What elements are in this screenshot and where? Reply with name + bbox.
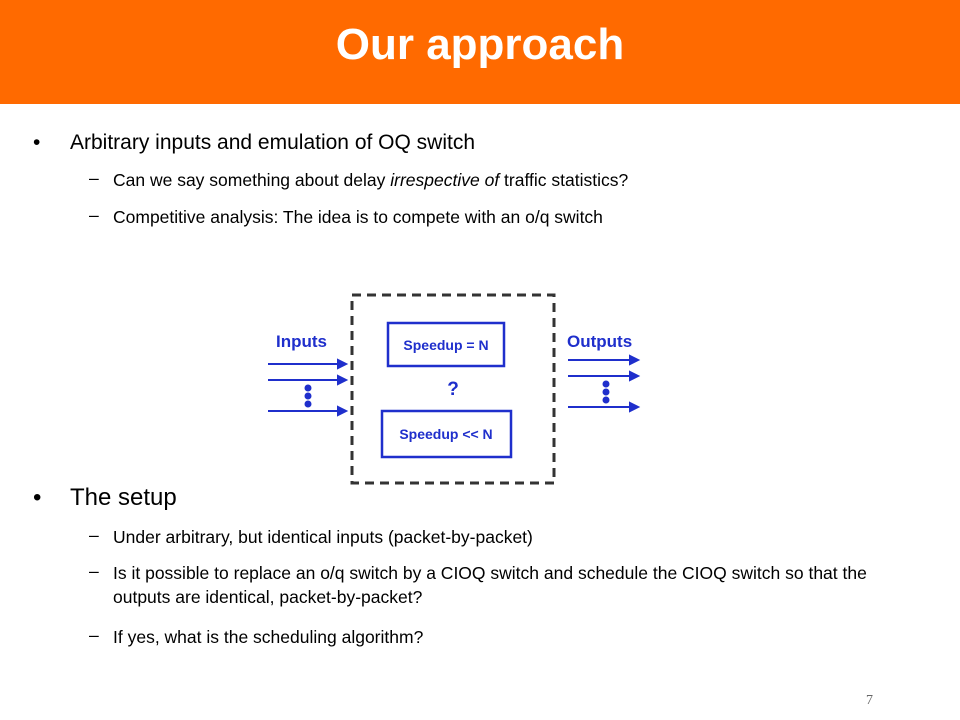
bullet-1-text: Arbitrary inputs and emulation of OQ swi… <box>70 131 476 154</box>
sub-dash: – <box>89 625 99 645</box>
inputs-label: Inputs <box>276 332 327 351</box>
switch-diagram: Inputs Outputs Speedup = N ? Speedup << … <box>268 293 641 485</box>
speedup-n-label: Speedup = N <box>403 337 488 353</box>
input-arrows <box>268 358 349 417</box>
sub-dash: – <box>89 168 99 188</box>
speedup-n-box <box>386 321 506 368</box>
title-bar: Our approach <box>0 0 960 104</box>
speedup-lt-n-label: Speedup << N <box>399 426 492 442</box>
bullet-2-sub-1-text: Under arbitrary, but identical inputs (p… <box>113 527 533 547</box>
slide-title: Our approach <box>335 20 625 69</box>
bullet-1-sub-1-text: Can we say something about delay irrespe… <box>113 168 628 192</box>
speedup-lt-n-box <box>380 409 513 459</box>
bullet-1-sub-2-text: Competitive analysis: The idea is to com… <box>113 207 603 227</box>
output-arrows <box>568 354 641 413</box>
sub-dash: – <box>89 561 99 581</box>
sub-dash: – <box>89 205 99 225</box>
page-number: 7 <box>866 693 873 708</box>
bullet-dot: • <box>33 131 41 154</box>
sub-1-post: traffic statistics? <box>499 170 629 190</box>
sub-dash: – <box>89 525 99 545</box>
bullet-2-sub-2-text: Is it possible to replace an o/q switch … <box>113 563 867 607</box>
bullet-2-text: The setup <box>70 484 177 511</box>
sub-1-pre: Can we say something about delay <box>113 170 391 190</box>
question-mark: ? <box>447 379 459 400</box>
sub-1-emphasis: irrespective of <box>390 170 500 190</box>
outputs-label: Outputs <box>567 332 632 351</box>
bullet-dot: • <box>33 484 42 511</box>
bullet-2-sub-3-text: If yes, what is the scheduling algorithm… <box>113 627 424 647</box>
